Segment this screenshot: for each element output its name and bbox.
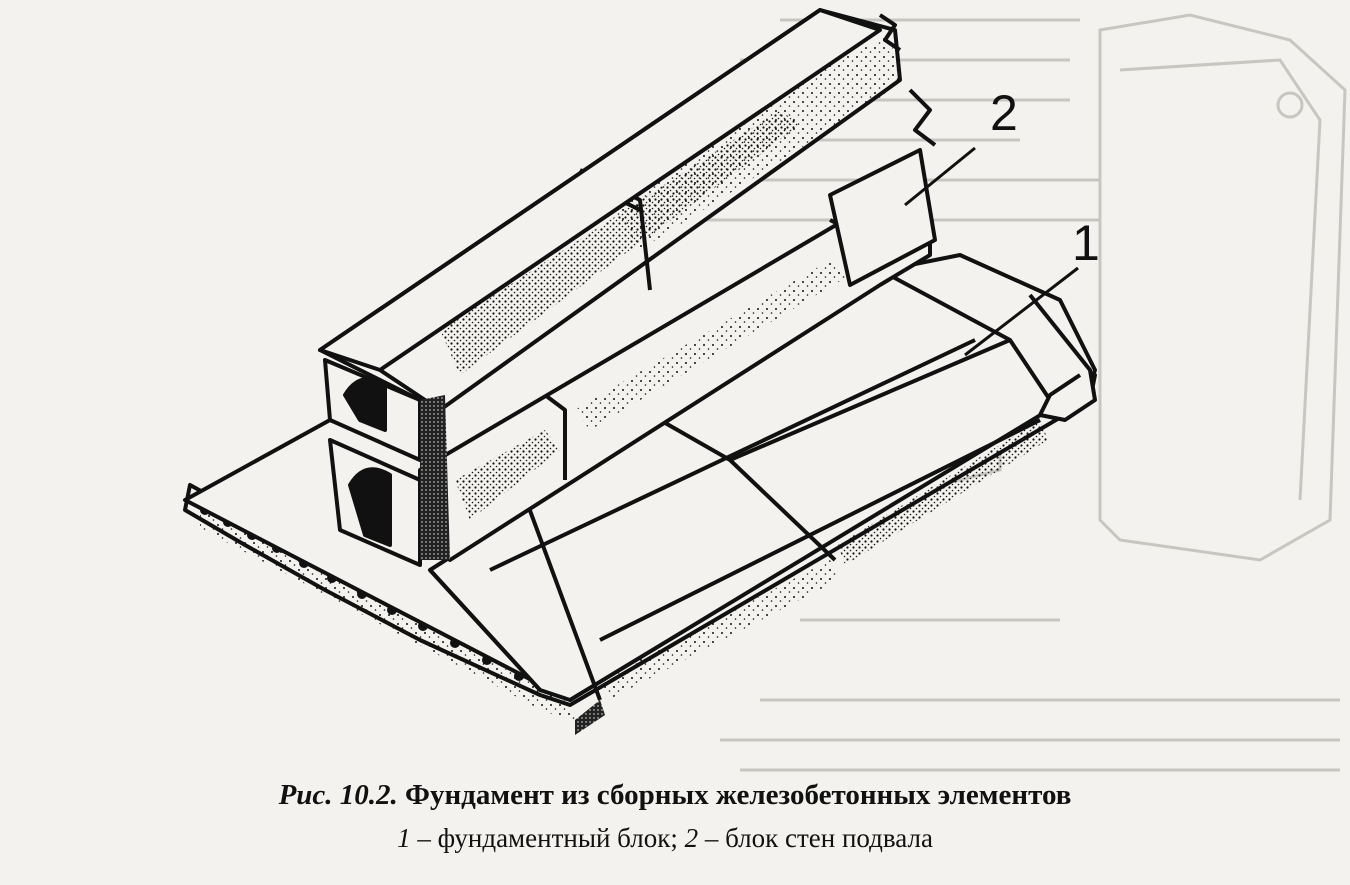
basement-wall-blocks — [318, 8, 937, 567]
figure-legend: 1 – фундаментный блок; 2 – блок стен под… — [0, 823, 1340, 854]
legend-number-2: 2 — [684, 823, 699, 853]
legend-text-2: – блок стен подвала — [698, 823, 933, 853]
figure-caption-title: Рис. 10.2. Фундамент из сборных железобе… — [0, 779, 1350, 812]
foundation-block — [183, 253, 1097, 735]
legend-number-1: 1 — [397, 823, 411, 853]
leader-line-1 — [964, 266, 1079, 357]
legend-text-1: – фундаментный блок; — [410, 823, 685, 853]
figure-title: Фундамент из сборных железобетонных элем… — [405, 779, 1072, 811]
leader-line-2 — [904, 146, 976, 207]
callout-1: 1 — [1072, 215, 1100, 271]
callout-2: 2 — [990, 85, 1018, 141]
figure-number: Рис. 10.2. — [278, 779, 398, 811]
